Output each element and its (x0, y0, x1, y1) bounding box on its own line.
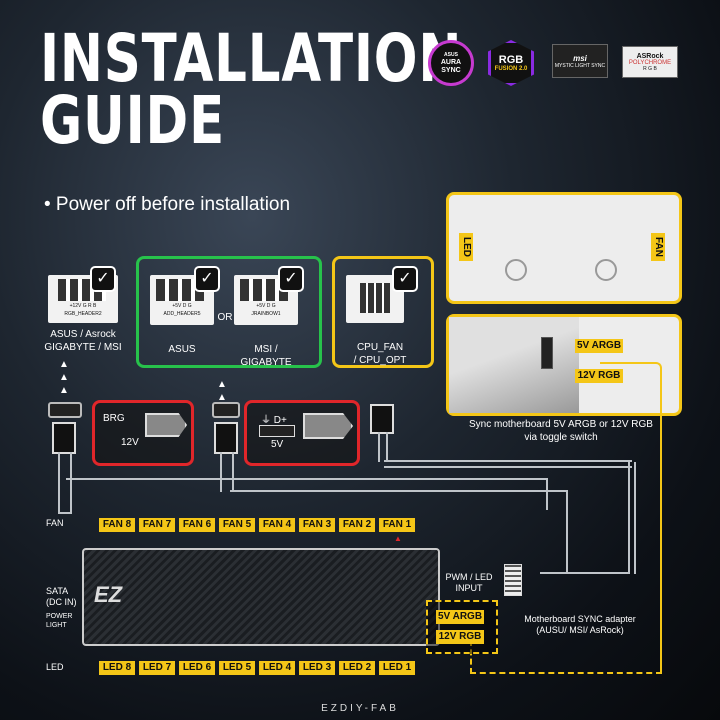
5v-argb-box: ⏚ D+ 5V (244, 400, 360, 466)
hub-top-view-box: LED FAN (446, 192, 682, 304)
toggle-12v-rgb-label: 12V RGB (575, 369, 623, 383)
or-label: OR (217, 312, 233, 323)
toggle-switch-icon (541, 337, 553, 369)
checkmark-icon: ✓ (278, 266, 304, 292)
fan-hub-body: EZ (82, 548, 440, 646)
arrow-up-icon: ▲▲ (217, 379, 227, 403)
arrow-up-icon: ▲▲▲ (59, 359, 69, 396)
ez-logo: EZ (94, 582, 123, 607)
led-row-label: LED (46, 662, 64, 672)
fan-connector-icon (370, 404, 394, 434)
green-5v-header-box (136, 256, 322, 368)
asus-label: ASUS (168, 344, 196, 355)
led-side-label: LED (459, 233, 473, 261)
cpu-fan-pin-diagram (346, 275, 404, 323)
adapter-5v-argb-label: 5V ARGB (436, 610, 484, 624)
screw-hole-icon (595, 259, 617, 281)
brand-footer: EZDIY-FAB (321, 703, 399, 714)
sync-adapter-label: Motherboard SYNC adapter (AUSU/ MSI/ AsR… (524, 614, 636, 635)
brg-12v-box: BRG 12V (92, 400, 194, 466)
fan-port-8: FAN 8 (99, 518, 135, 532)
pin-labels-12v: +12V G R B (69, 303, 97, 309)
fan-port-4: FAN 4 (259, 518, 295, 532)
fan-port-3: FAN 3 (299, 518, 335, 532)
pin-connector-icon (240, 279, 288, 301)
plug-shape-icon (145, 413, 187, 437)
sata-label: SATA (DC IN) (46, 586, 77, 607)
title-line-2: GUIDE (40, 82, 226, 159)
led-port-2: LED 2 (339, 661, 375, 675)
fan-port-2: FAN 2 (339, 518, 375, 532)
fan-port-1: FAN 1 (379, 518, 415, 532)
msi-argb-pin-diagram: +5V D G JRAINBOW1 (234, 275, 298, 325)
fan-port-6: FAN 6 (179, 518, 215, 532)
cpu-fan-label: CPU_FAN / CPU_OPT (353, 342, 407, 366)
led-port-4: LED 4 (259, 661, 295, 675)
checkmark-icon: ✓ (194, 266, 220, 292)
toggle-5v-argb-label: 5V ARGB (575, 339, 623, 353)
sync-caption: Sync motherboard 5V ARGB or 12V RGB via … (469, 419, 653, 443)
asus-asrock-label: ASUS / Asrock GIGABYTE / MSI (44, 329, 122, 353)
led-port-7: LED 7 (139, 661, 175, 675)
screw-hole-icon (505, 259, 527, 281)
adapter-12v-rgb-label: 12V RGB (436, 630, 484, 644)
fan-port-7: FAN 7 (139, 518, 175, 532)
pwm-input-connector-icon (504, 564, 522, 596)
cpu-fan-box (332, 256, 434, 368)
led-port-6: LED 6 (179, 661, 215, 675)
cable-plug-icon (52, 422, 76, 454)
adapter-switch-box: 5V ARGB 12V RGB (426, 600, 498, 654)
pin-connector-icon (360, 283, 390, 313)
checkmark-icon: ✓ (90, 266, 116, 292)
power-light-label: POWER LIGHT (46, 613, 73, 629)
fan1-marker-icon: ▲ (394, 534, 402, 543)
pin-connector-icon (156, 279, 204, 301)
fan-port-5: FAN 5 (219, 518, 255, 532)
fan-side-label: FAN (651, 233, 665, 261)
plug-shape-icon (303, 413, 353, 439)
led-port-5: LED 5 (219, 661, 255, 675)
pin-header-name: RGB_HEADER2 (64, 311, 102, 317)
title-line-1: INSTALLATION (40, 20, 463, 97)
page-title: INSTALLATION GUIDE (40, 20, 463, 159)
rgb-connector-icon (48, 402, 82, 418)
msi-gigabyte-label: MSI / GIGABYTE (240, 344, 292, 368)
led-port-3: LED 3 (299, 661, 335, 675)
pwm-led-input-label: PWM / LED INPUT (445, 572, 493, 593)
cable-plug-icon (214, 422, 238, 454)
led-port-1: LED 1 (379, 661, 415, 675)
checkmark-icon: ✓ (392, 266, 418, 292)
argb-connector-icon (212, 402, 240, 418)
led-port-8: LED 8 (99, 661, 135, 675)
power-off-note: • Power off before installation (44, 194, 291, 215)
fan-row-label: FAN (46, 518, 64, 528)
toggle-switch-box: 5V ARGB 12V RGB (446, 314, 682, 416)
pin-connector-icon (259, 425, 295, 437)
